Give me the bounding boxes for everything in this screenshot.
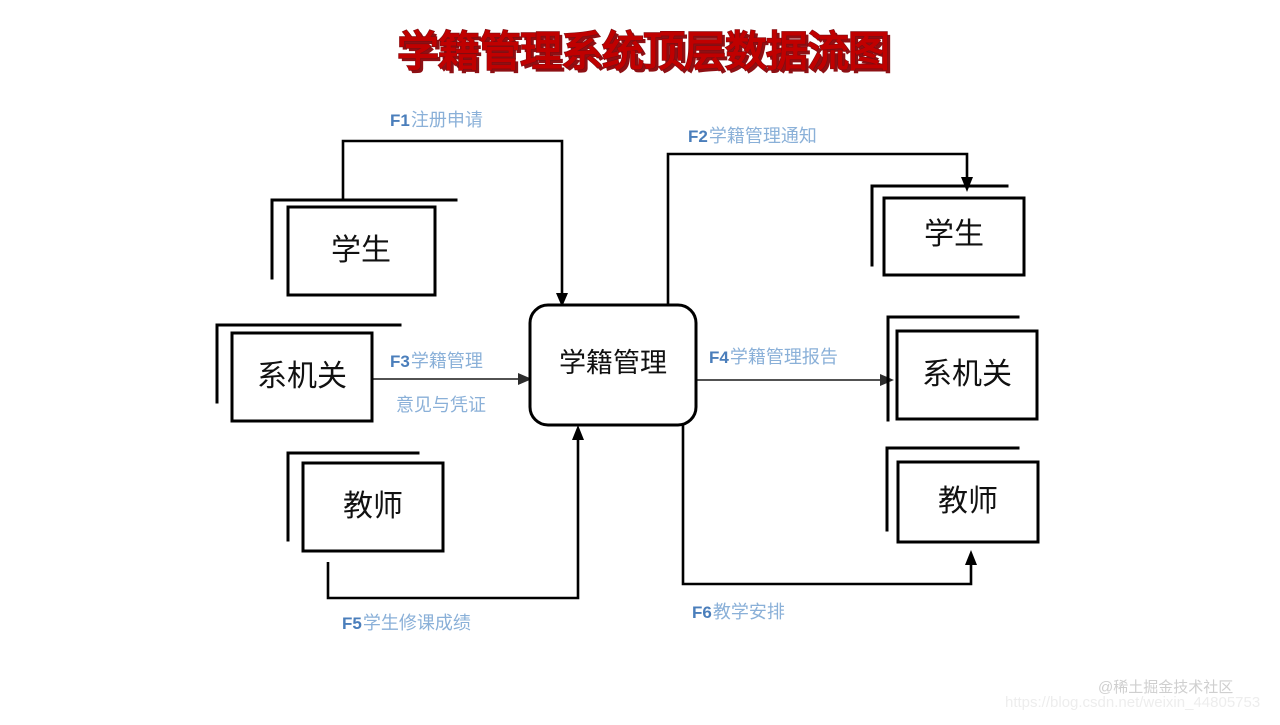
flow-label-f2: F2学籍管理通知 xyxy=(688,126,817,146)
flow-desc-f1: 注册申请 xyxy=(411,110,483,130)
flow-line-f3 xyxy=(372,373,532,385)
flow-code-f3: F3 xyxy=(390,352,410,371)
flow-code-f5: F5 xyxy=(342,614,362,633)
process-label: 学籍管理 xyxy=(559,348,667,378)
svg-text:F4学籍管理报告: F4学籍管理报告 xyxy=(709,347,838,367)
flow-code-f2: F2 xyxy=(688,127,708,146)
svg-text:F6教学安排: F6教学安排 xyxy=(692,602,785,622)
flow-line-f6 xyxy=(681,425,977,586)
watermark-url: https://blog.csdn.net/weixin_44805753 xyxy=(1005,694,1260,711)
flow-code-f6: F6 xyxy=(692,603,712,622)
flow-desc-f4: 学籍管理报告 xyxy=(730,347,838,367)
flow-desc2-f3: 意见与凭证 xyxy=(396,395,486,415)
flow-desc-f5: 学生修课成绩 xyxy=(363,613,471,633)
page-title: 学籍管理系统顶层数据流图 学籍管理系统顶层数据流图 xyxy=(396,27,893,78)
page-title-shadow: 学籍管理系统顶层数据流图 xyxy=(400,31,892,78)
flow-code-f1: F1 xyxy=(390,111,410,130)
watermark-brand: @稀土掘金技术社区 xyxy=(1098,679,1233,696)
flow-label-f4: F4学籍管理报告 xyxy=(709,347,838,367)
process-student-status-management[interactable]: 学籍管理 xyxy=(528,303,698,427)
arrowhead-f3 xyxy=(518,373,532,385)
entity-teacher-bottom-left[interactable]: 教师 xyxy=(286,451,445,553)
svg-text:F2学籍管理通知: F2学籍管理通知 xyxy=(688,126,817,146)
flow-desc-f2: 学籍管理通知 xyxy=(709,126,817,146)
arrowhead-f5 xyxy=(572,425,584,440)
entity-label: 学生 xyxy=(331,234,391,267)
flow-line-f4 xyxy=(696,374,894,386)
entity-label: 系机关 xyxy=(922,358,1012,391)
entity-student-top-left[interactable]: 学生 xyxy=(270,198,458,297)
entity-dept-middle-right[interactable]: 系机关 xyxy=(886,315,1039,422)
entity-student-top-right[interactable]: 学生 xyxy=(870,184,1026,277)
flow-label-f3: F3学籍管理 意见与凭证 xyxy=(390,351,486,415)
entity-label: 教师 xyxy=(343,490,403,523)
arrowhead-f6 xyxy=(965,550,977,565)
flow-line-f5 xyxy=(326,425,584,600)
arrowhead-f1 xyxy=(556,293,568,307)
flow-code-f4: F4 xyxy=(709,348,729,367)
svg-text:F1注册申请: F1注册申请 xyxy=(390,110,483,130)
page-title-text: 学籍管理系统顶层数据流图 xyxy=(397,28,889,75)
svg-text:F5学生修课成绩: F5学生修课成绩 xyxy=(342,613,471,633)
flow-line-f1 xyxy=(341,139,568,307)
flow-desc-f3: 学籍管理 xyxy=(411,351,483,371)
entity-label: 学生 xyxy=(924,218,984,251)
entity-label: 教师 xyxy=(938,485,998,518)
flow-label-f1: F1注册申请 xyxy=(390,110,483,130)
entity-dept-middle-left[interactable]: 系机关 xyxy=(215,323,402,423)
watermark: https://blog.csdn.net/weixin_44805753 @稀… xyxy=(1005,679,1260,711)
entity-teacher-bottom-right[interactable]: 教师 xyxy=(885,446,1040,544)
flow-label-f6: F6教学安排 xyxy=(692,602,785,622)
entity-label: 系机关 xyxy=(257,360,347,393)
svg-text:F3学籍管理: F3学籍管理 xyxy=(390,351,483,371)
flow-desc-f6: 教学安排 xyxy=(713,602,785,622)
flow-label-f5: F5学生修课成绩 xyxy=(342,613,471,633)
